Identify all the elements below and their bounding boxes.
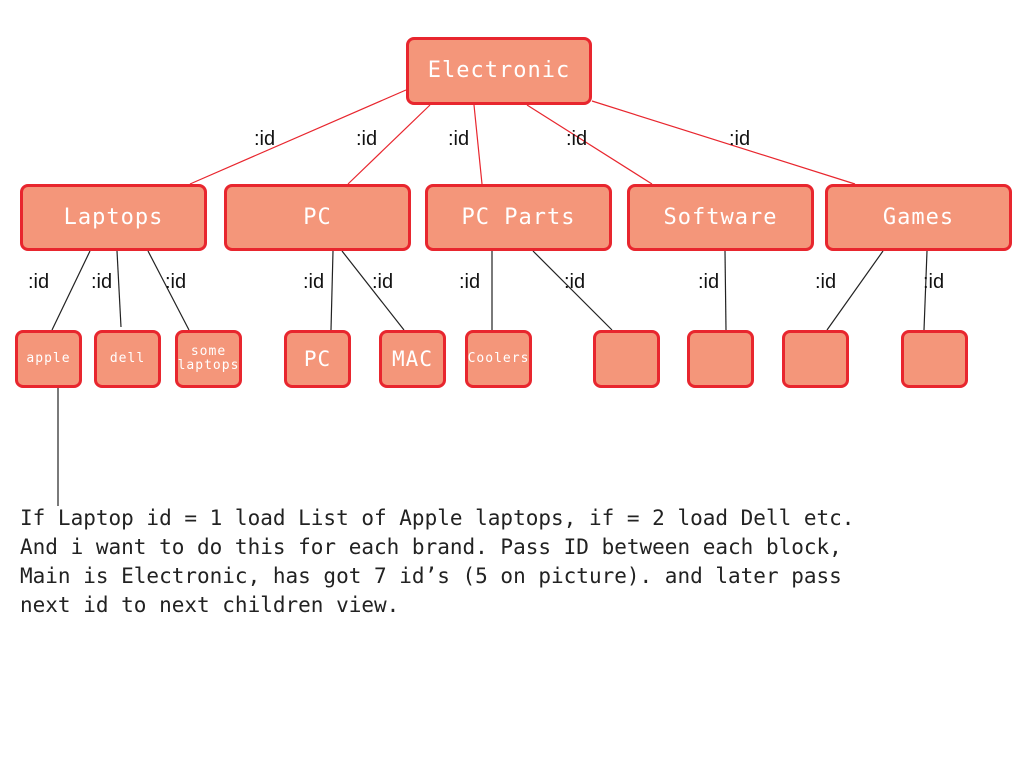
node-software-label: Software [663, 204, 778, 230]
node-leaf-pc[interactable]: PC [284, 330, 351, 388]
edge-laptops-to-dell [116, 250, 122, 328]
edge-label-root-software: :id [566, 128, 588, 150]
edge-label-root-games: :id [729, 128, 751, 150]
node-leaf-games-2[interactable] [901, 330, 968, 388]
node-leaf-coolers[interactable]: Coolers [465, 330, 532, 388]
edge-label-games-2: :id [923, 271, 945, 293]
node-laptops-label: Laptops [63, 204, 164, 230]
edge-software-to-software-1 [724, 250, 727, 331]
node-leaf-pc-label: PC [303, 346, 332, 371]
edge-root-to-pc [347, 104, 431, 185]
edge-root-to-pc-parts [473, 104, 483, 185]
node-electronic[interactable]: Electronic [406, 37, 592, 105]
node-pc[interactable]: PC [224, 184, 411, 251]
node-games-label: Games [882, 204, 955, 230]
node-software[interactable]: Software [627, 184, 814, 251]
node-electronic-label: Electronic [427, 58, 571, 84]
edge-label-pc-parts-2: :id [564, 271, 586, 293]
node-leaf-coolers-label: Coolers [467, 351, 530, 367]
edge-laptops-to-apple [51, 250, 91, 331]
edge-label-dell: :id [91, 271, 113, 293]
edge-games-to-games-1 [826, 250, 884, 331]
node-leaf-some-laptops[interactable]: some laptops [175, 330, 242, 388]
edge-pc-parts-to-pc-parts-2 [532, 250, 613, 331]
edge-root-to-laptops [189, 89, 407, 185]
node-leaf-some-laptops-label: some laptops [177, 344, 240, 373]
node-leaf-mac[interactable]: MAC [379, 330, 446, 388]
node-pc-parts-label: PC Parts [461, 204, 576, 230]
node-leaf-games-1[interactable] [782, 330, 849, 388]
node-pc-label: PC [303, 204, 332, 230]
edge-label-games-1: :id [815, 271, 837, 293]
description-note: If Laptop id = 1 load List of Apple lapt… [20, 506, 855, 617]
node-leaf-apple[interactable]: apple [15, 330, 82, 388]
edge-label-mac: :id [372, 271, 394, 293]
edge-pc-to-mac [341, 250, 405, 331]
edge-label-root-pc-parts: :id [448, 128, 470, 150]
node-leaf-apple-label: apple [26, 351, 71, 367]
node-leaf-mac-label: MAC [392, 346, 433, 371]
edge-lines [51, 89, 928, 506]
node-leaf-pc-parts-2[interactable] [593, 330, 660, 388]
edge-label-root-laptops: :id [254, 128, 276, 150]
node-games[interactable]: Games [825, 184, 1012, 251]
edge-label-root-pc: :id [356, 128, 378, 150]
node-laptops[interactable]: Laptops [20, 184, 207, 251]
edge-label-some-laptops: :id [165, 271, 187, 293]
edge-laptops-to-some-laptops [147, 250, 190, 331]
edge-root-to-software [526, 104, 653, 185]
edge-label-coolers: :id [459, 271, 481, 293]
edge-root-to-games [591, 100, 856, 185]
edge-label-apple: :id [28, 271, 50, 293]
node-leaf-dell[interactable]: dell [94, 330, 161, 388]
node-leaf-dell-label: dell [109, 351, 146, 367]
node-leaf-software-1[interactable] [687, 330, 754, 388]
edge-label-software-1: :id [698, 271, 720, 293]
edge-games-to-games-2 [923, 250, 928, 331]
edge-label-pc: :id [303, 271, 325, 293]
edge-pc-to-pc [330, 250, 334, 331]
node-pc-parts[interactable]: PC Parts [425, 184, 612, 251]
